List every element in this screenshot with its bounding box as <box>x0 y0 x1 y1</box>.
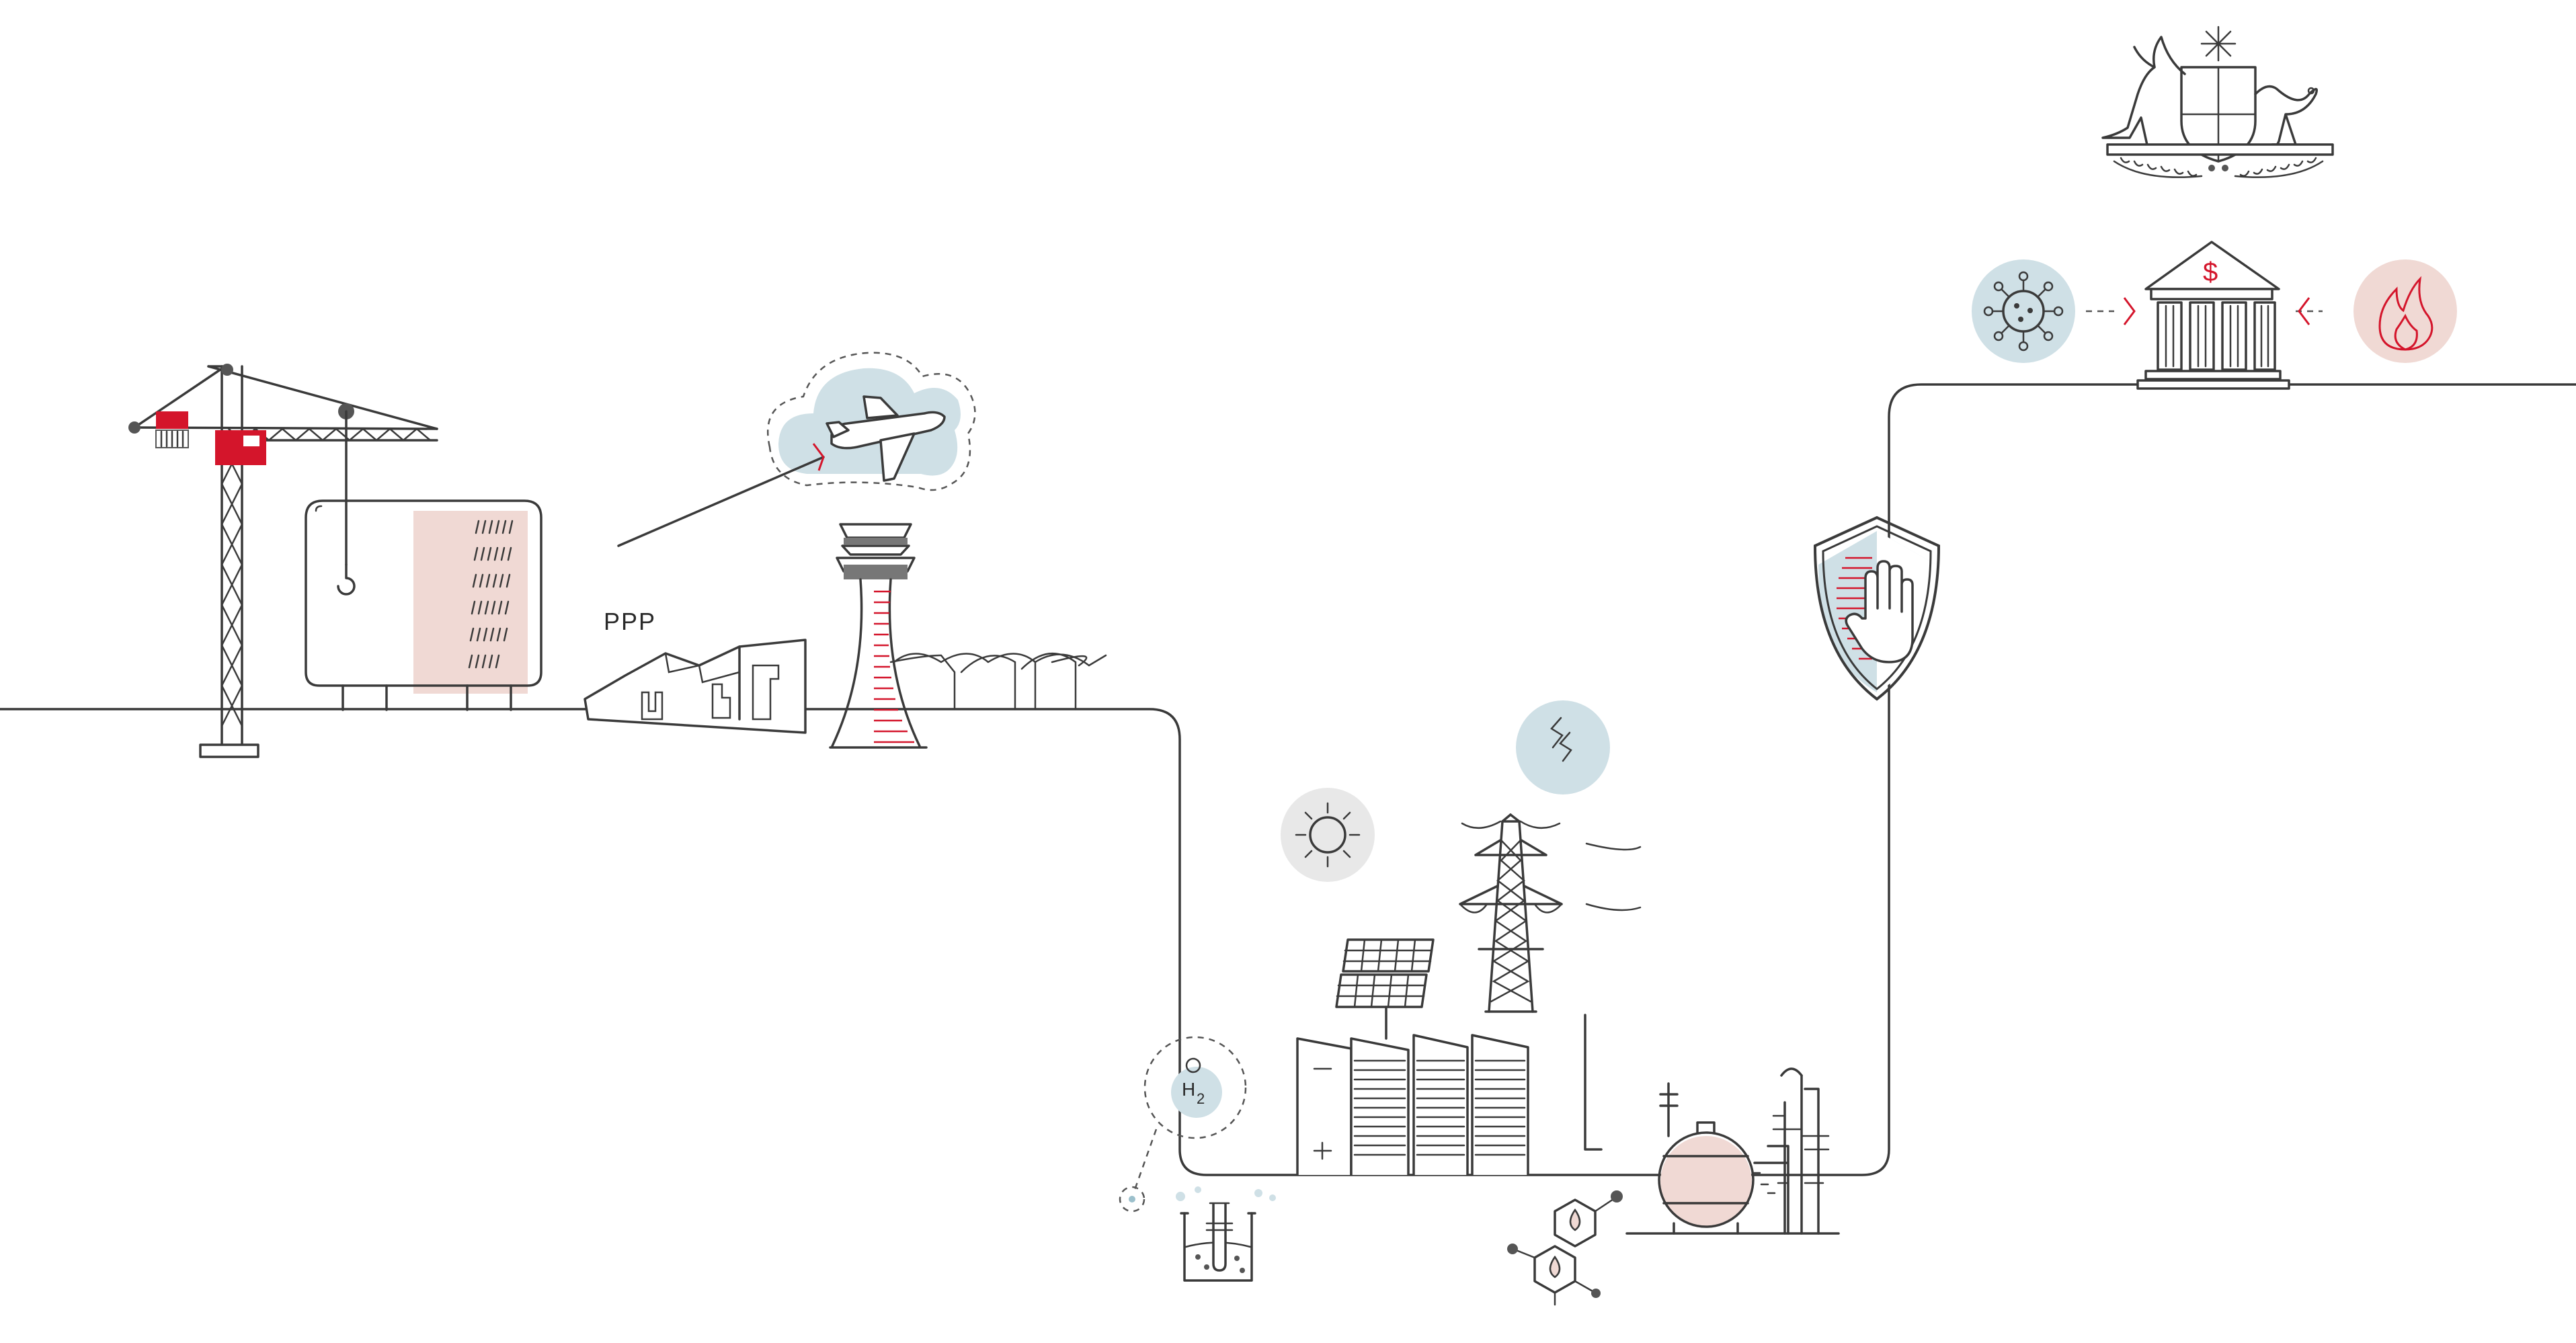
hydrogen-subscript: 2 <box>1197 1090 1205 1107</box>
tower-crane-icon <box>128 364 438 758</box>
journey-line <box>0 383 2576 1176</box>
lightning-icon <box>1516 700 1610 795</box>
hydrogen-label: H <box>1182 1079 1195 1100</box>
chemistry-beaker-icon <box>1176 1186 1276 1282</box>
oil-molecule-icon <box>1507 1190 1623 1306</box>
sun-icon <box>1281 788 1375 882</box>
building-icon <box>305 499 542 711</box>
shield-hand-icon <box>1813 516 1941 701</box>
currency-symbol: $ <box>2203 257 2218 287</box>
factory-icon <box>1296 1034 1529 1175</box>
airplane-cloud-icon <box>617 352 976 547</box>
bank-icon: $ <box>2136 241 2290 390</box>
ppp-label: PPP <box>604 608 656 635</box>
solar-panel-icon <box>1335 938 1435 1040</box>
coat-of-arms-icon <box>2101 26 2334 178</box>
refinery-icon <box>1625 1067 1840 1235</box>
fire-icon <box>2296 259 2457 363</box>
transmission-tower-icon <box>1459 813 1642 1151</box>
control-tower-icon <box>829 523 1107 749</box>
hydrogen-molecule-icon: H 2 <box>1119 1036 1247 1213</box>
ppp-buildings-icon: PPP <box>583 608 807 734</box>
virus-icon <box>1972 259 2136 363</box>
